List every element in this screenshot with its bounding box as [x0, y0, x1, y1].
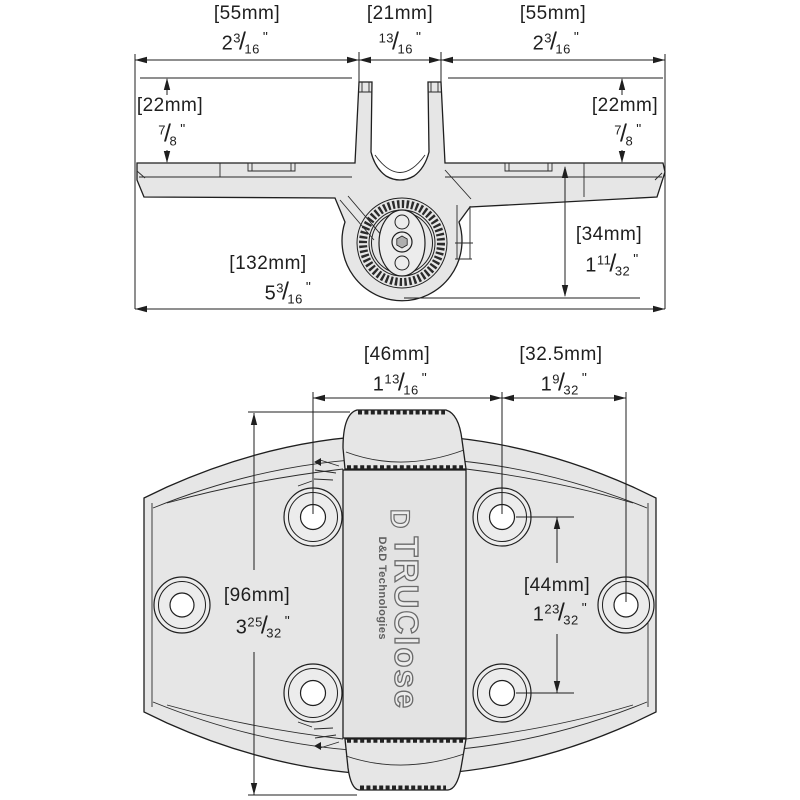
left-end-bevel [136, 170, 146, 179]
hinge-gap-detail-bottom [297, 721, 340, 750]
knurled-adjuster-ring [359, 200, 445, 286]
screw-hole-lower-left [283, 663, 343, 723]
fold-line-bottom-left [166, 704, 344, 740]
dim-height-left-imperial: 7/8" [158, 119, 186, 149]
right-end-bevel [654, 172, 663, 181]
left-prong-cap [359, 82, 372, 93]
dim-hole-span-left-imperial: 113/16" [372, 368, 428, 398]
hex-socket [396, 235, 408, 249]
fold-line-top-left [166, 468, 344, 504]
dim-vert-span-imperial: 123/32" [532, 598, 588, 628]
dim-hole-span-right-imperial: 19/32" [540, 368, 588, 398]
hinge-gap-detail-top [297, 458, 340, 487]
fold-line-bottom-right [465, 704, 634, 740]
dim-hole-span-right-metric: [32.5mm] [519, 344, 603, 365]
bottom-cap-arc [345, 753, 465, 766]
dim-height-right-imperial: 7/8" [614, 119, 642, 149]
dim-height-left-metric: [22mm] [136, 95, 204, 116]
barrel-outer-ring [356, 197, 448, 289]
dim-width-center-imperial: 13/16" [378, 27, 422, 57]
screw-hole-upper-left [283, 487, 343, 547]
screw-hole-outer-left [153, 576, 211, 634]
dim-plate-height-imperial: 325/32" [235, 611, 291, 641]
dim-width-left-imperial: 23/16" [221, 27, 269, 57]
top-cap-arc [345, 449, 465, 463]
dim-barrel-height-metric: [34mm] [575, 224, 643, 245]
dim-overall-width-imperial: 53/16" [264, 277, 312, 307]
top-knuckle-cap [342, 409, 467, 470]
left-wing-slot [247, 162, 296, 172]
cam-top-pin [394, 214, 410, 230]
dim-width-left-metric: [55mm] [213, 3, 281, 24]
bottom-view [143, 392, 657, 796]
prong-valley-line [374, 154, 426, 173]
dim-hole-span-left-metric: [46mm] [363, 344, 431, 365]
dim-overall-width-metric: [132mm] [229, 253, 307, 274]
cam-bottom-pin [394, 255, 410, 271]
dim-width-right-metric: [55mm] [519, 3, 587, 24]
dim-width-right-imperial: 23/16" [532, 27, 580, 57]
dim-height-right-metric: [22mm] [591, 95, 659, 116]
screw-hole-outer-right [597, 576, 655, 634]
right-wing-slot [504, 162, 553, 172]
bottom-knuckle-cap [344, 738, 467, 791]
fold-line-top-right [465, 468, 634, 504]
center-strap [342, 469, 467, 739]
top-view [134, 52, 666, 313]
screw-hole-lower-right [472, 663, 532, 723]
dim-vert-span-metric: [44mm] [523, 575, 591, 596]
hinge-body-silhouette [136, 81, 666, 302]
dim-plate-height-metric: [96mm] [223, 585, 291, 606]
dim-barrel-height-imperial: 111/32" [585, 249, 639, 279]
right-gusset-edge [444, 169, 472, 200]
right-hub-strip [455, 205, 473, 260]
right-prong-cap [428, 82, 441, 93]
dim-width-center-metric: [21mm] [366, 3, 434, 24]
